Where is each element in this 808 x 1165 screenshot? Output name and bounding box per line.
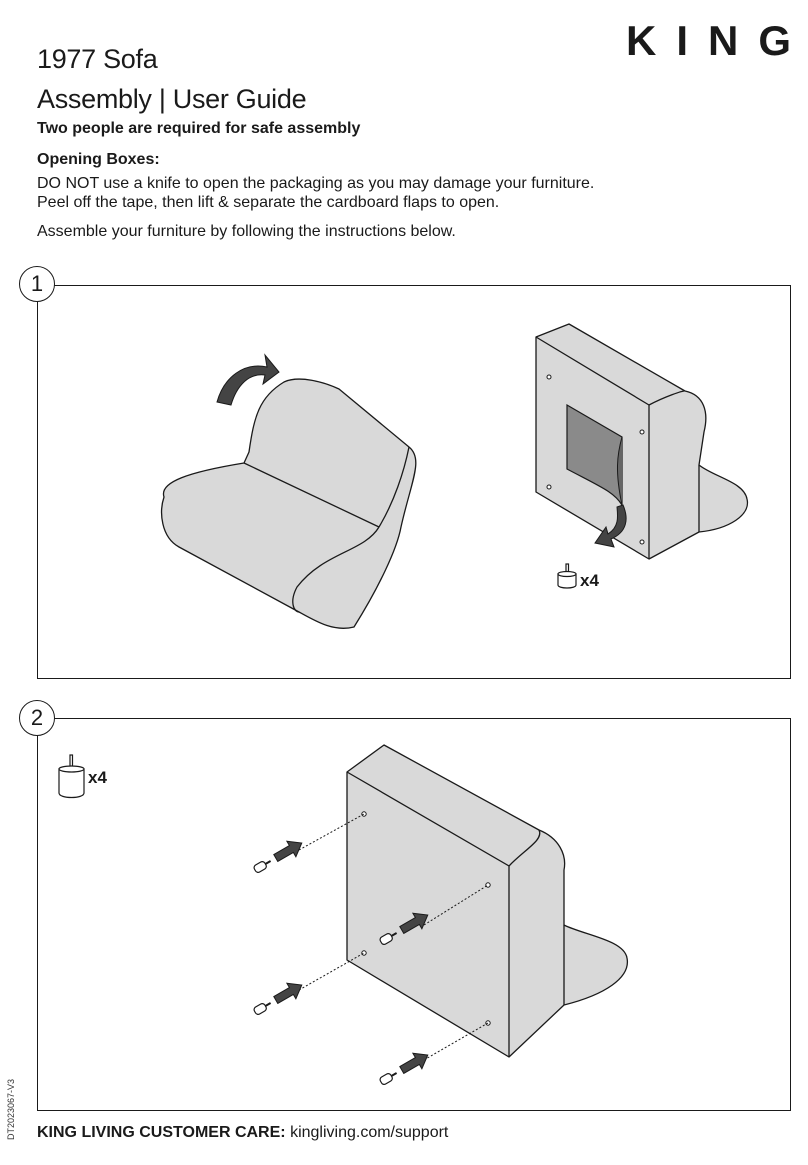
step-1-number: 1 <box>19 266 55 302</box>
foot-quantity: x4 <box>580 571 599 590</box>
screw-holes <box>546 374 645 545</box>
logo-text: KING <box>626 18 792 62</box>
document-code: DT2023067-V3 <box>6 1078 16 1140</box>
step-2-illustration: x4 <box>58 744 628 1085</box>
guide-lines <box>298 813 489 1061</box>
foot-3 <box>253 982 303 1015</box>
step-1-illustration: x4 <box>161 323 749 629</box>
rotate-arrow-icon <box>216 353 280 406</box>
knife-warning: DO NOT use a knife to open the packaging… <box>37 175 595 192</box>
opening-boxes-heading: Opening Boxes: <box>37 151 160 168</box>
foot-installation-marks <box>253 840 429 1085</box>
step-2-number: 2 <box>19 700 55 736</box>
customer-care-label: KING LIVING CUSTOMER CARE: <box>37 1124 286 1141</box>
support-link[interactable]: kingliving.com/support <box>290 1124 449 1141</box>
sofa-foot-icon <box>557 563 577 589</box>
page-title: 1977 Sofa <box>37 44 158 74</box>
customer-care: KING LIVING CUSTOMER CARE: kingliving.co… <box>37 1124 448 1142</box>
sofa-module-front <box>161 378 417 629</box>
assemble-instruction: Assemble your furniture by following the… <box>37 223 456 240</box>
foot-quantity: x4 <box>88 768 107 787</box>
foot-4 <box>379 1052 429 1085</box>
sofa-module-back <box>535 323 749 560</box>
remove-feet-arrow-icon <box>594 504 627 548</box>
page-subtitle: Assembly | User Guide <box>37 84 307 114</box>
safety-requirement: Two people are required for safe assembl… <box>37 120 361 137</box>
sofa-module-back <box>346 744 628 1058</box>
foot-2 <box>379 912 429 945</box>
sofa-foot-icon <box>58 754 85 799</box>
king-logo: KING <box>626 18 792 62</box>
peel-instruction: Peel off the tape, then lift & separate … <box>37 194 500 211</box>
foot-1 <box>253 840 303 873</box>
